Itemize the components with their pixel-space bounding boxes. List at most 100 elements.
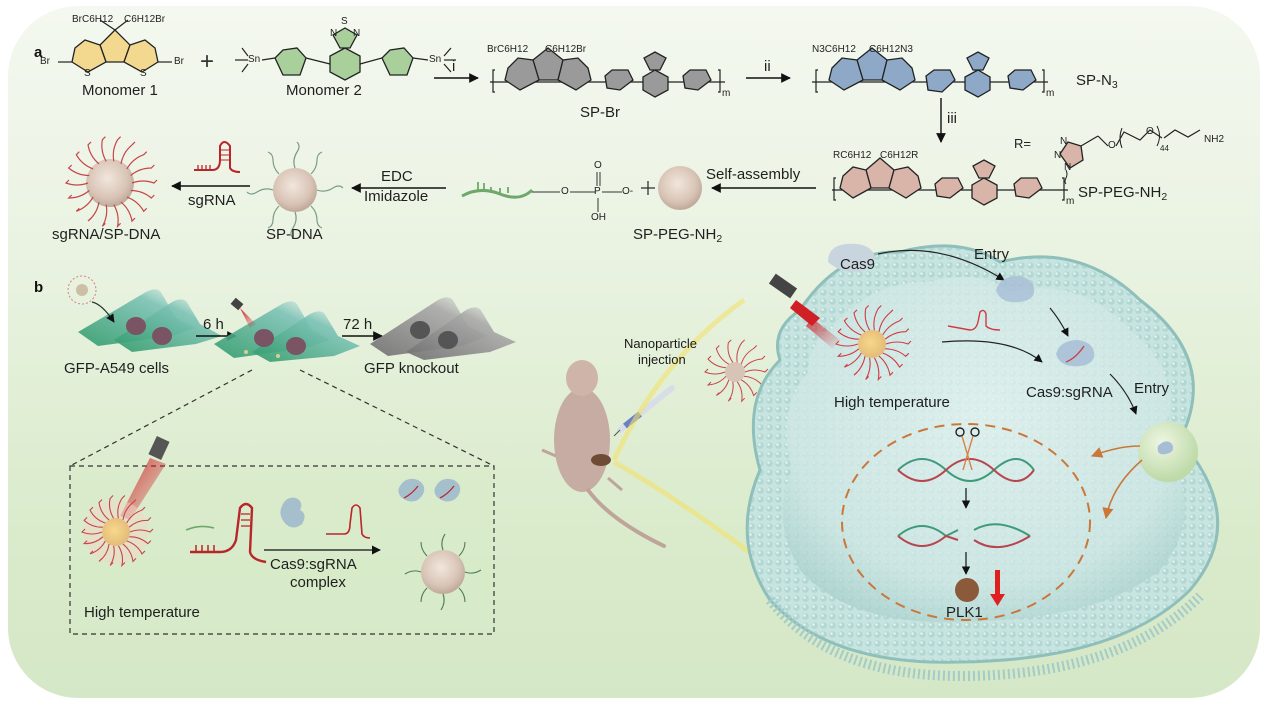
sp-n3-sub-right: C6H12N3 (869, 44, 913, 55)
sgrna-arm (843, 317, 862, 336)
monomer1-s-left: S (84, 68, 91, 79)
r-group-n3: N (1064, 162, 1072, 173)
plk1-protein (955, 578, 979, 602)
sgrna-arm (101, 136, 107, 162)
sgrna-arm (727, 381, 734, 402)
inset-released-strands (185, 502, 267, 564)
r-group-o2: O (1146, 126, 1154, 137)
sgrna-arm (120, 141, 136, 165)
sgrna-sp-dna-complex (64, 136, 158, 229)
arrow-entry-2 (1109, 373, 1138, 415)
nanoparticle-label-main: SP-PEG-NH (633, 226, 717, 243)
arrow-entry-1 (877, 249, 1005, 281)
sp-peg-label-main: SP-PEG-NH (1078, 184, 1162, 201)
sgrna-arm (109, 545, 115, 566)
sgrna-hairpin-icon (194, 141, 241, 173)
inset-cas9-complexes (398, 478, 461, 502)
inset-high-temp-label: High temperature (84, 604, 200, 621)
sgrna-arm (122, 499, 137, 520)
complex-label: sgRNA/SP-DNA (52, 226, 161, 243)
sp-peg-sub-left: RC6H12 (833, 150, 872, 161)
cells-knockout (370, 297, 516, 360)
sgrna-arm (130, 164, 155, 176)
monomer1-s-right: S (140, 68, 147, 79)
sgrna-arm (844, 352, 862, 368)
sgrna-arm (865, 357, 871, 380)
dna-helix-intact (897, 458, 1035, 482)
sgrna-arm (130, 189, 155, 199)
sgrna-arm (126, 151, 148, 170)
sgrna-arm (117, 545, 126, 568)
monomer2-sn-right: Sn (429, 54, 442, 65)
sgrna-arm (126, 540, 146, 555)
arrow-to-cas9sgrna (1049, 307, 1069, 337)
nanoparticle-label-sub: 2 (716, 233, 723, 245)
sgrna-arm (853, 309, 866, 333)
sgrna-arm (82, 536, 104, 545)
cells-gfp (78, 289, 222, 352)
cell-hot-complex (835, 305, 912, 382)
inset-hot-complex (81, 495, 154, 568)
plk1-label: PLK1 (946, 604, 983, 621)
nanoparticle-sphere (658, 166, 702, 210)
time-6h-label: 6 h (203, 316, 224, 333)
monomer1-sub-left: BrC6H12 (72, 14, 114, 25)
sp-n3-label-main: SP-N (1076, 72, 1112, 89)
self-assembly-label: Self-assembly (706, 166, 801, 183)
sp-dna-label: SP-DNA (266, 226, 323, 243)
sp-peg-label: SP-PEG-NH2 (1078, 184, 1167, 202)
arrow-sgrna-path (941, 340, 1043, 363)
phosphate-group (530, 172, 622, 212)
sp-n3-repeat: m (1046, 88, 1055, 99)
entry-label-1: Entry (974, 246, 1010, 263)
imidazole-label: Imidazole (364, 188, 429, 205)
sgrna-arm (67, 190, 90, 199)
sgrna-arm (736, 381, 746, 403)
sgrna-arm (101, 204, 108, 227)
cas9-sgrna-label: Cas9:sgRNA (1026, 384, 1113, 401)
sgrna-arm (882, 317, 903, 336)
cas9-inside (996, 276, 1035, 303)
sp-n3-structure (812, 47, 1048, 98)
sgrna-arm (853, 356, 866, 376)
sp-peg-sub-right: C6H12R (880, 150, 919, 161)
sgrna-arm (131, 179, 158, 184)
sgrna-arm (112, 136, 122, 162)
sgrna-arm (707, 355, 727, 369)
arrow-into-nucleus (1090, 445, 1141, 458)
phosphate-o-left: O (561, 186, 569, 197)
time-72h-label: 72 h (343, 316, 373, 333)
step-ii-label: ii (764, 58, 771, 75)
floating-complex (704, 339, 769, 403)
laser-icon (230, 297, 256, 328)
knockout-label: GFP knockout (364, 360, 459, 377)
sgrna-arm (873, 357, 882, 382)
sgrna-arm (884, 328, 910, 340)
sgrna-arm (67, 164, 90, 177)
sgrna-arm (126, 506, 146, 524)
sgrna-arm (75, 151, 94, 170)
sp-br-sub-left: BrC6H12 (487, 44, 529, 55)
sgrna-arm (704, 368, 726, 375)
sgrna-arm (873, 305, 882, 331)
panel-b-label: b (34, 279, 44, 296)
nucleus-boundary (841, 423, 1091, 621)
sp-n3-sub-left: N3C6H12 (812, 44, 856, 55)
cas9-outside (828, 243, 875, 272)
sp-peg-repeat: m (1066, 196, 1075, 207)
injection-label-line2: injection (638, 352, 686, 367)
sp-br-repeat: m (722, 88, 731, 99)
sgrna-arm (87, 201, 100, 222)
r-group-repeat: 44 (1160, 144, 1169, 153)
sgrna-arm (882, 352, 903, 368)
sgrna-arm (89, 540, 106, 555)
sgrna-arm (120, 201, 136, 223)
sgrna-arm (129, 528, 154, 533)
inset-sgrna (326, 504, 371, 539)
monomer1-sub-right: C6H12Br (124, 14, 166, 25)
cells-label: GFP-A549 cells (64, 360, 170, 377)
sgrna-arm (117, 495, 126, 519)
sgrna-arm (727, 339, 734, 363)
sgrna-arm (878, 309, 894, 332)
